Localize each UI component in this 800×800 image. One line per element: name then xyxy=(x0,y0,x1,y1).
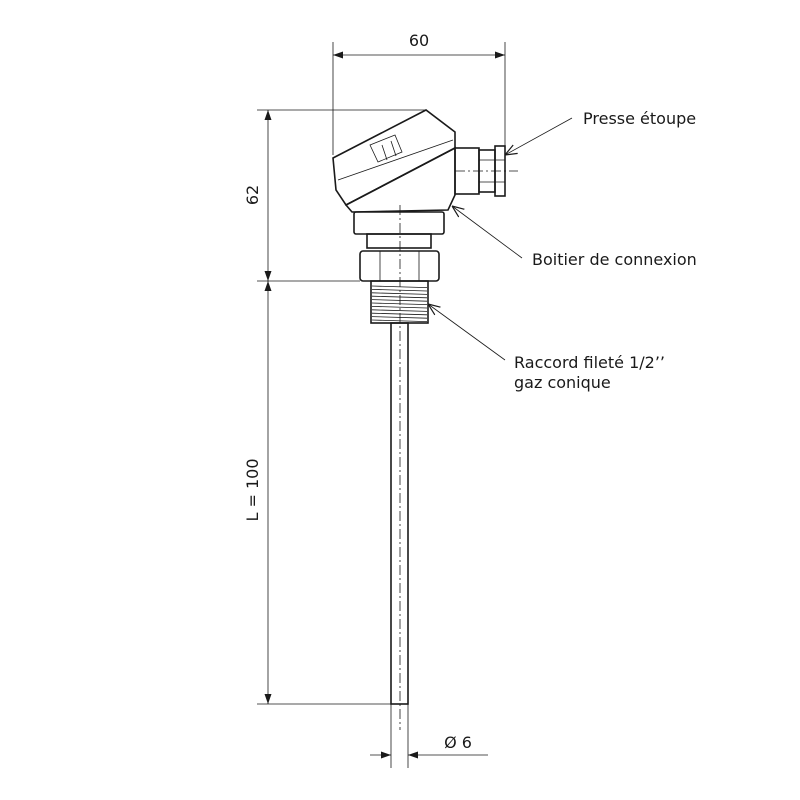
cable-gland-label: Presse étoupe xyxy=(583,109,696,128)
thread-line xyxy=(371,309,428,312)
fitting-label-line1: Raccord fileté 1/2’’ xyxy=(514,353,665,372)
thread-line xyxy=(371,319,428,322)
dimension-head-height: 62 xyxy=(243,109,426,282)
thread-line xyxy=(371,289,428,292)
thread-line xyxy=(371,316,428,319)
thread-line xyxy=(371,292,428,295)
dimension-head-height-label: 62 xyxy=(243,185,262,205)
dimension-width: 60 xyxy=(332,31,506,155)
thread-line xyxy=(371,306,428,309)
dimension-diameter-label: Ø 6 xyxy=(444,733,472,752)
dimension-length-label: L = 100 xyxy=(243,458,262,521)
dimension-width-label: 60 xyxy=(409,31,429,50)
thread-line xyxy=(371,285,428,288)
thread-line xyxy=(371,299,428,302)
thread-line xyxy=(371,312,428,316)
thread-line xyxy=(371,295,428,299)
threaded-fitting xyxy=(359,250,440,324)
callout-leaders xyxy=(428,117,573,361)
thread-line xyxy=(371,302,428,305)
dimension-length: L = 100 xyxy=(243,281,391,705)
cable-gland xyxy=(454,145,518,197)
fitting-label-line2: gaz conique xyxy=(514,373,611,392)
dimension-diameter: Ø 6 xyxy=(370,704,488,768)
connection-head xyxy=(332,109,456,249)
connection-head-label: Boitier de connexion xyxy=(532,250,697,269)
probe-sheath xyxy=(390,205,409,730)
